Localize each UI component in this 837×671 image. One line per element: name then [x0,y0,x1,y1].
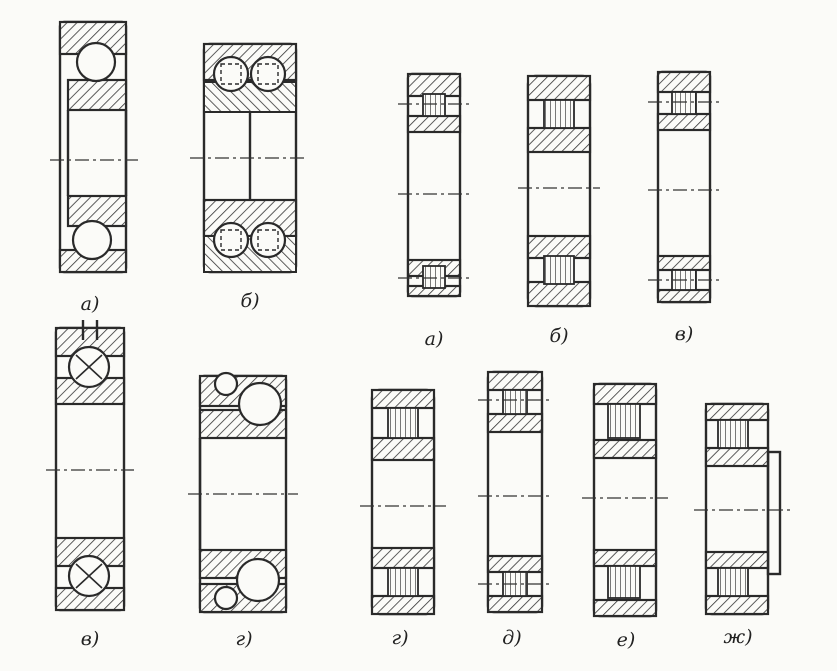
ball-bearing-a [50,20,138,274]
roller-bearing-e [582,382,668,618]
label-roller-d: д) [502,627,522,649]
label-roller-a: а) [424,328,444,350]
label-roller-e: е) [616,629,636,651]
ball-bearing-v [46,320,134,612]
label-ball-b: б) [240,290,260,312]
roller-bearing-d [478,370,552,614]
label-roller-g: г) [391,627,409,649]
label-roller-b: б) [549,325,569,347]
roller-bearing-a [398,72,470,298]
roller-bearing-b [518,74,600,308]
label-ball-g: г) [235,628,253,650]
ball-bearing-b [190,42,308,274]
label-ball-v: в) [80,628,100,650]
roller-bearing-g [360,388,446,616]
roller-bearing-v [648,70,720,304]
label-roller-zh: ж) [723,626,753,648]
ball-bearing-g [188,371,298,614]
label-roller-v: в) [674,323,694,345]
label-ball-a: а) [80,293,100,315]
roller-bearing-zh [694,402,792,616]
